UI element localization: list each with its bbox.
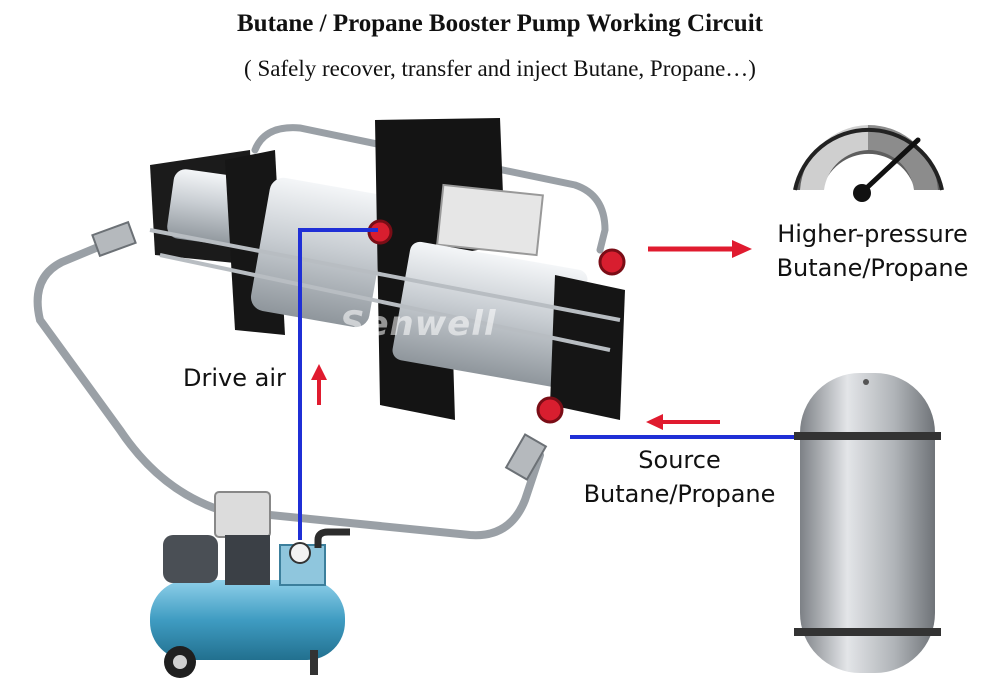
pipe-fitting xyxy=(91,220,137,258)
outlet-port xyxy=(598,248,626,276)
steel-pipe-top xyxy=(251,124,609,254)
source-label-line2: Butane/Propane xyxy=(583,480,776,508)
source-label: Source Butane/Propane xyxy=(567,443,792,511)
output-label-line1: Higher-pressure xyxy=(777,220,968,248)
gas-cylinder xyxy=(794,373,941,673)
diagram-subtitle: ( Safely recover, transfer and inject Bu… xyxy=(244,56,756,81)
compressor-gauge-icon xyxy=(289,542,311,564)
source-arrow xyxy=(646,414,720,430)
steel-pipe-loop xyxy=(33,234,544,540)
drive-air-arrow xyxy=(311,364,327,405)
watermark: Senwell xyxy=(340,304,497,344)
source-label-line1: Source xyxy=(638,446,721,474)
output-label-line2: Butane/Propane xyxy=(776,254,969,282)
output-label: Higher-pressure Butane/Propane xyxy=(760,217,985,285)
diagram-title: Butane / Propane Booster Pump Working Ci… xyxy=(237,10,763,37)
pressure-gauge-icon xyxy=(793,124,944,202)
inlet-port xyxy=(536,396,564,424)
drive-air-label: Drive air xyxy=(183,364,286,392)
drive-air-line xyxy=(298,228,378,540)
air-compressor xyxy=(150,491,350,678)
pipe-fitting xyxy=(504,433,548,481)
output-arrow xyxy=(648,240,752,258)
booster-pump xyxy=(91,118,626,481)
